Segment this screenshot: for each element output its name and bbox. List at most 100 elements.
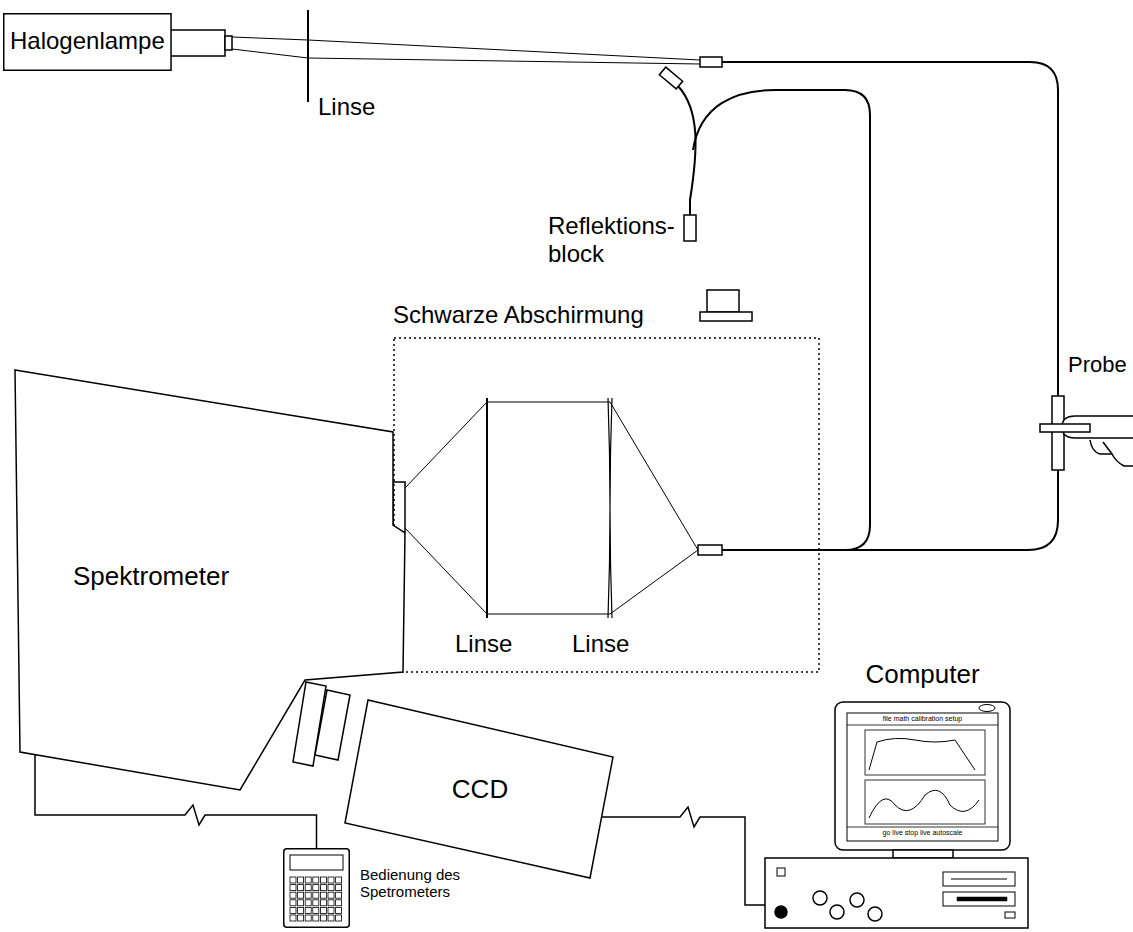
spectrometer-keypad-outline <box>313 915 319 921</box>
computer-outline <box>847 713 998 841</box>
computer-outline <box>957 897 1007 901</box>
computer-outline <box>847 725 998 726</box>
spectrometer-keypad-outline <box>320 900 326 906</box>
sample-clip-bar <box>1040 424 1090 432</box>
spectrometer-keypad-outline <box>336 915 342 921</box>
computer-outline <box>951 879 1007 880</box>
shield-region: Schwarze Abschirmung <box>393 337 820 673</box>
computer-outline <box>868 907 882 921</box>
entrance-slit <box>393 482 405 532</box>
spectrometer-keypad-outline <box>290 877 296 883</box>
spectrometer-keypad-outline <box>298 900 304 906</box>
spectrometer-keypad-outline <box>320 915 326 921</box>
camera-adapter <box>293 682 350 766</box>
lens <box>486 398 488 618</box>
lens <box>487 398 612 618</box>
lamp-nozzle <box>165 30 225 56</box>
spectrometer-keypad: Bedienung des Spetrometers <box>283 848 350 928</box>
light-beam <box>308 40 700 60</box>
computer-outline <box>850 893 864 907</box>
optical-fiber <box>693 90 870 550</box>
fiber-connector <box>684 215 696 241</box>
spectrometer-keypad-outline <box>336 877 342 883</box>
lens-label: Linse <box>572 630 629 658</box>
sample-clip <box>1052 396 1064 470</box>
fiber-connector <box>698 545 722 555</box>
ccd-camera-outline <box>345 700 613 878</box>
computer-outline <box>813 891 827 905</box>
cable <box>601 807 765 905</box>
shield-region-outline <box>393 337 820 673</box>
screen-menu: file math calibration setup <box>883 715 962 723</box>
lamp-nozzle <box>225 36 232 50</box>
spectrometer-keypad-outline <box>298 907 304 913</box>
lens-label: Linse <box>318 93 375 121</box>
spectrometer-keypad-outline <box>313 877 319 883</box>
sample-clip <box>1052 396 1064 470</box>
spectrometer-beam <box>487 402 610 403</box>
spectrometer-keypad-outline <box>284 849 350 928</box>
spectrometer-keypad-outline <box>320 877 326 883</box>
spectrometer-keypad-outline <box>305 907 311 913</box>
computer-outline <box>1005 912 1015 918</box>
spectrometer-keypad-outline <box>290 907 296 913</box>
fiber-connector <box>700 57 722 67</box>
hand <box>1103 442 1112 454</box>
reflection-block <box>707 290 739 312</box>
light-beam <box>308 58 700 64</box>
ccd-camera: CCD <box>340 695 620 885</box>
shield-region-outline <box>394 338 819 672</box>
spectrometer-keypad-outline <box>328 885 334 891</box>
spectrometer-keypad-outline <box>328 907 334 913</box>
computer-outline <box>775 906 787 918</box>
spectrometer-body: Spektrometer <box>15 370 407 792</box>
computer-outline <box>765 858 1028 928</box>
spectrometer-keypad-outline <box>336 885 342 891</box>
computer-outline <box>943 872 1015 886</box>
spectrometer-keypad-outline <box>290 892 296 898</box>
computer-outline <box>835 702 1010 850</box>
reflection-block <box>700 290 752 321</box>
computer-outline <box>869 790 979 818</box>
computer-outline <box>979 705 995 712</box>
computer: Computerfile math calibration setupgo li… <box>765 700 1030 930</box>
spectrometer-keypad-outline <box>328 877 334 883</box>
optical-fiber <box>722 62 1058 550</box>
spectrometer-beam <box>610 402 698 550</box>
spectrometer-beam <box>405 402 487 488</box>
spectrometer-keypad-outline <box>290 900 296 906</box>
fiber-connector <box>659 67 682 89</box>
computer-outline <box>893 850 953 858</box>
spectrometer-keypad-outline <box>290 885 296 891</box>
optical-fiber <box>678 62 1058 550</box>
spectrometer-keypad-outline <box>290 915 296 921</box>
spectrometer-keypad-outline <box>305 892 311 898</box>
spectrometer-keypad-outline <box>283 848 350 928</box>
spectrometer-body-outline <box>15 370 405 790</box>
light-beam <box>232 49 308 58</box>
lens-label: Linse <box>455 630 512 658</box>
spectrometer-keypad-outline <box>298 877 304 883</box>
computer-outline <box>765 700 1030 930</box>
device-caption: Bedienung des Spetrometers <box>360 866 475 901</box>
light-beam <box>232 37 308 40</box>
computer-outline <box>777 868 785 876</box>
computer-outline <box>847 827 998 828</box>
computer-outline <box>869 738 975 770</box>
computer-outline <box>830 905 844 919</box>
lamp-box-outline <box>4 14 171 71</box>
device-name: Computer <box>865 660 979 690</box>
spectrometer-keypad-outline <box>290 855 343 870</box>
lens <box>608 398 612 618</box>
spectrometer-beam <box>610 550 698 614</box>
part-label: Reflektions- block <box>548 212 680 267</box>
computer-outline <box>943 892 1015 906</box>
spectrometer-keypad-outline <box>305 915 311 921</box>
spectrometer-beam <box>405 402 698 614</box>
spectrometer-keypad-outline <box>336 907 342 913</box>
spectrometer-beam <box>405 528 487 614</box>
spectrometer-keypad-outline <box>320 907 326 913</box>
spectrometer-keypad-outline <box>313 907 319 913</box>
spectrometer-keypad-outline <box>298 885 304 891</box>
spectrometer-beam <box>487 614 610 615</box>
